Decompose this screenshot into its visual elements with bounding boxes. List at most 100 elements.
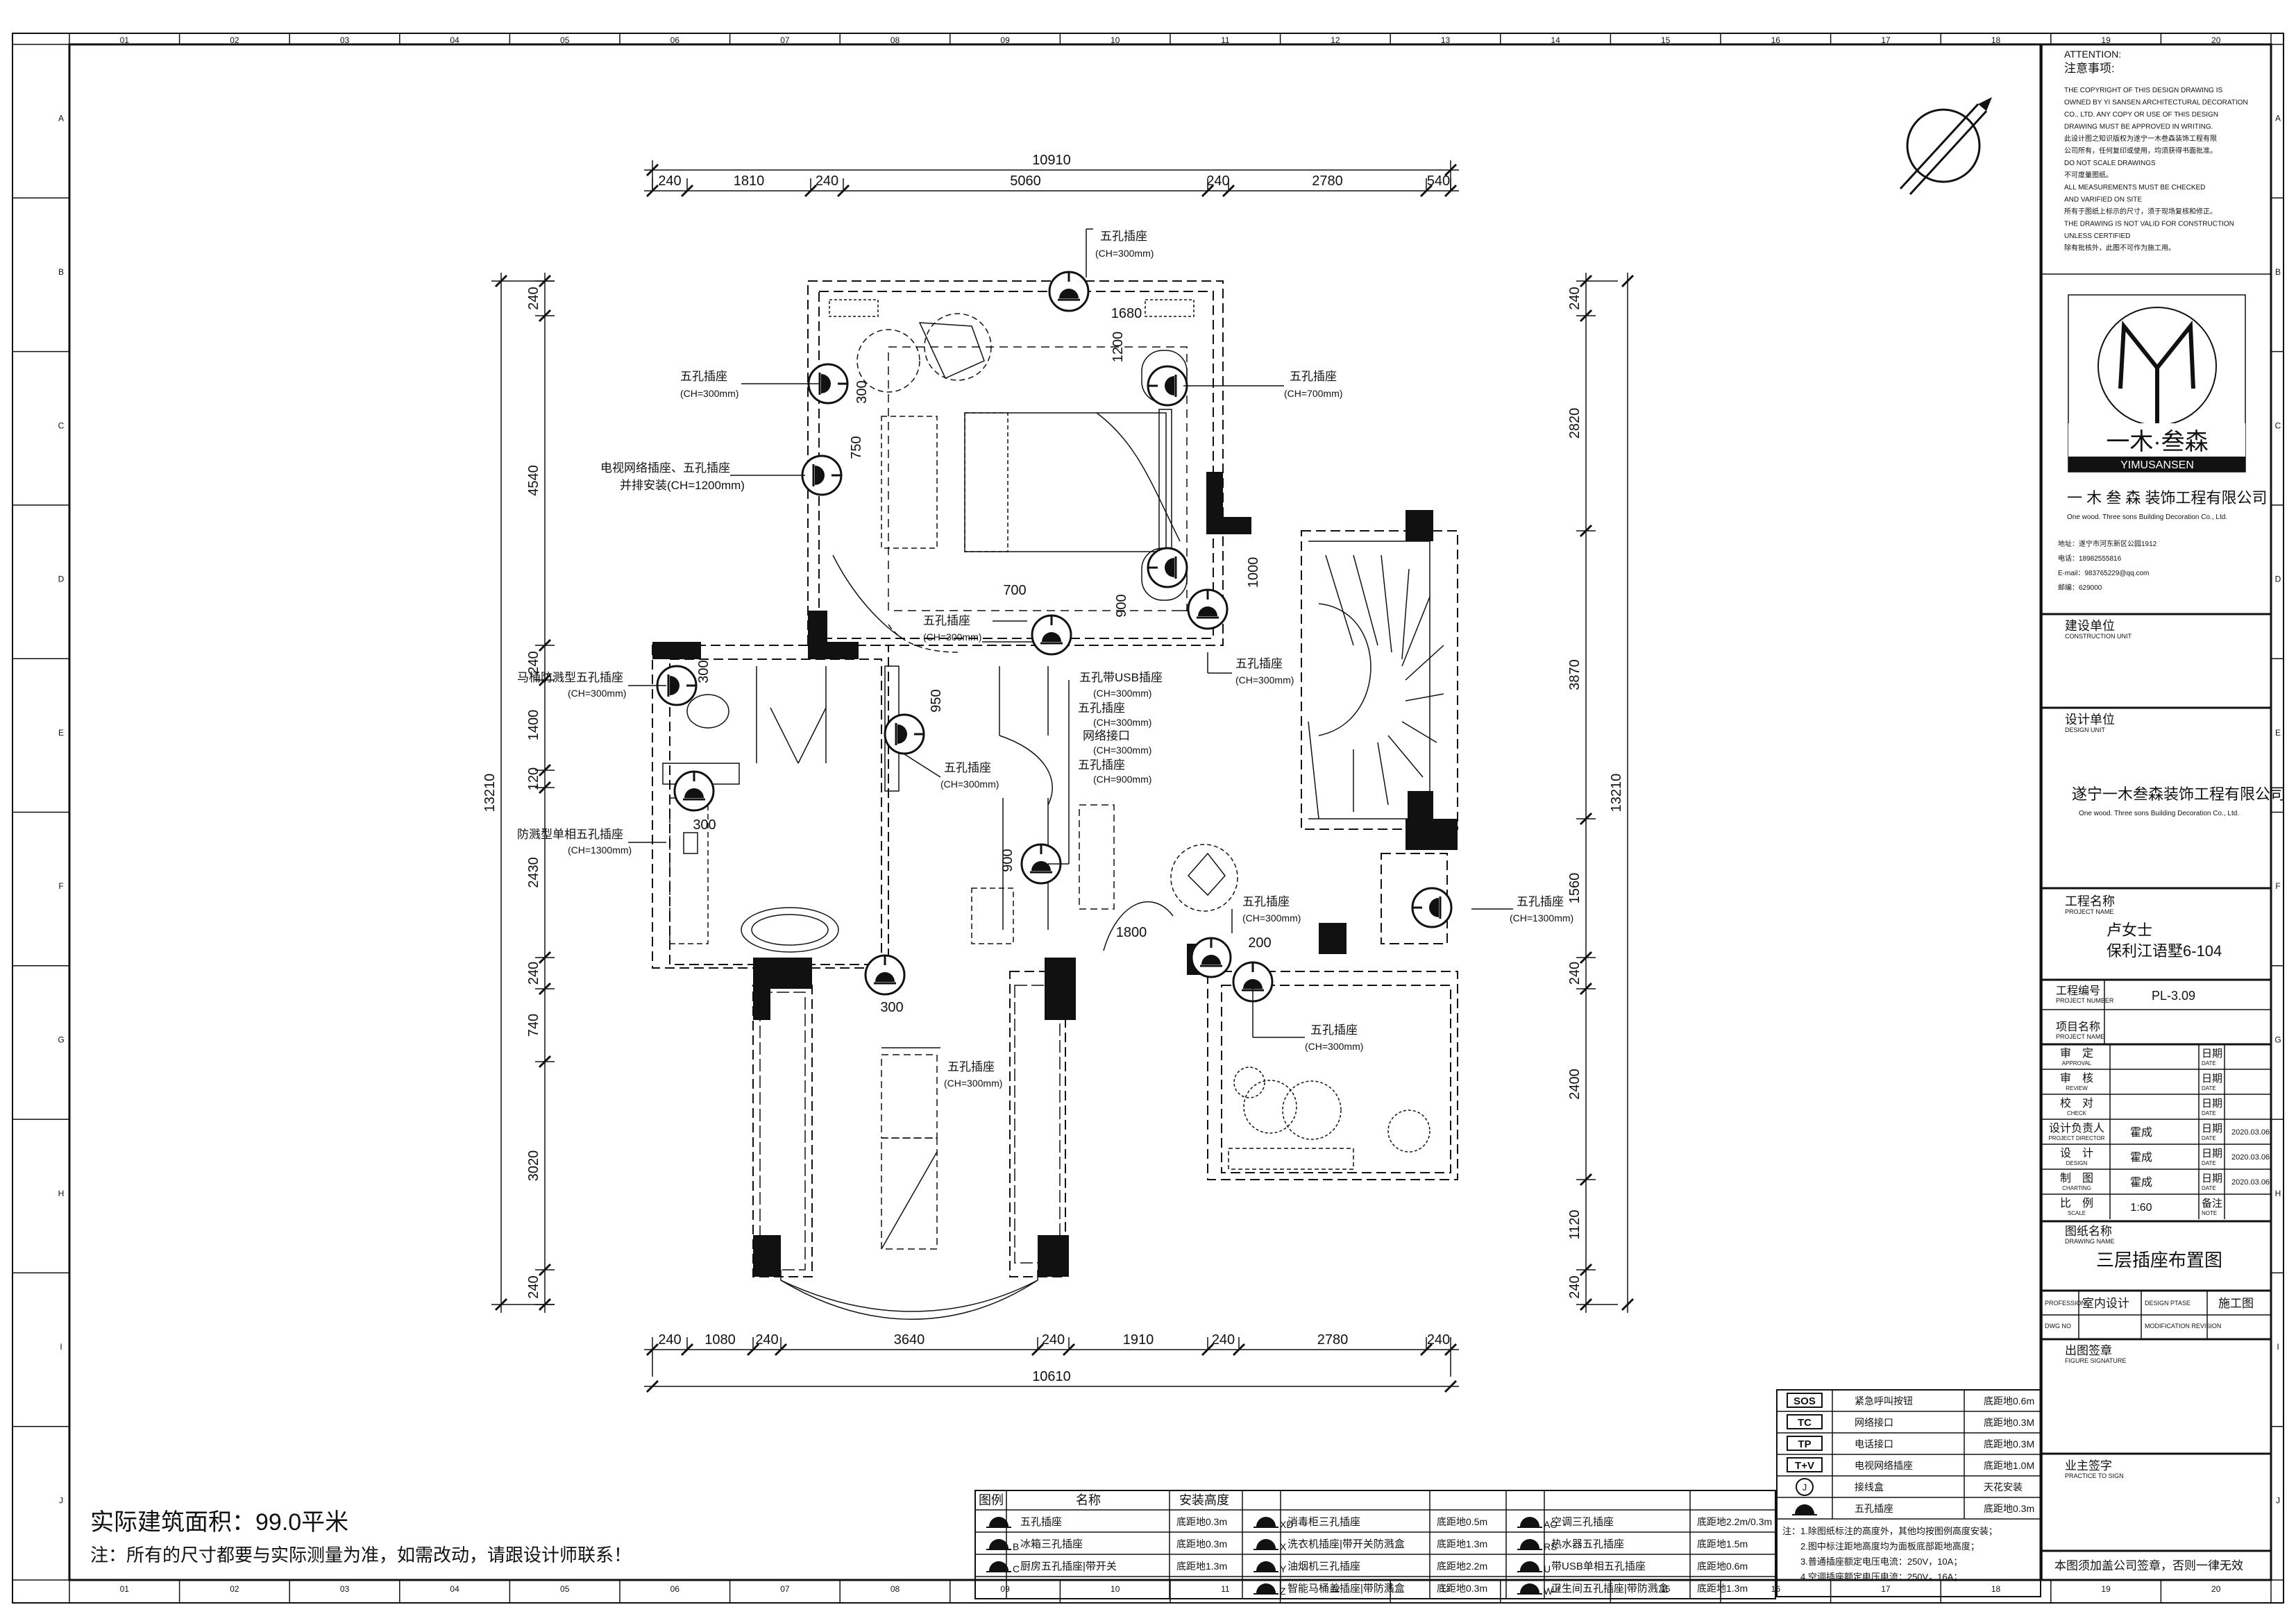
attention-line: 所有于图纸上标示的尺寸，须于现场复核和修正。 (2064, 207, 2217, 216)
svg-text:(CH=300mm): (CH=300mm) (568, 688, 626, 699)
grid-col-label: 13 (1441, 1584, 1451, 1594)
attention-line: DRAWING MUST BE APPROVED IN WRITING. (2064, 124, 2213, 131)
svg-text:XD: XD (1280, 1519, 1293, 1530)
legend-name: 消毒柜三孔插座 (1288, 1516, 1360, 1528)
interior-dimension: 300 (696, 660, 711, 683)
grid-row-label: C (58, 420, 65, 430)
grid-col-label: 02 (230, 1584, 239, 1594)
dimension-total: 10910 (1032, 153, 1071, 168)
sign-label: 审 定 (2060, 1047, 2093, 1060)
grid-col-label: 10 (1111, 35, 1120, 45)
symbol-name: 电话接口 (1855, 1438, 1893, 1450)
label-bedroom-left-socket: 五孔插座 (680, 370, 727, 383)
grid-col-label: 07 (780, 35, 790, 45)
grid-col-label: 06 (670, 1584, 680, 1594)
five-pin-socket-icon (1031, 614, 1072, 656)
svg-text:YIMUSANSEN: YIMUSANSEN (2120, 459, 2194, 471)
grid-column-labels: 0101020203030404050506060707080809091010… (120, 33, 2221, 1603)
svg-text:PROJECT DIRECTOR: PROJECT DIRECTOR (2048, 1135, 2104, 1141)
dimension-label: 1810 (734, 173, 765, 189)
legend-socket-icon (1517, 1517, 1542, 1528)
svg-text:CONSTRUCTION UNIT: CONSTRUCTION UNIT (2065, 633, 2132, 640)
svg-text:建设单位: 建设单位 (2065, 619, 2115, 633)
annotations: 五孔插座 (CH=300mm) 五孔插座 (CH=300mm) 电视网络插座、五… (517, 228, 1573, 1089)
grid-col-label: 10 (1111, 1584, 1120, 1594)
svg-text:(CH=700mm): (CH=700mm) (1284, 388, 1342, 399)
label-mid-socket: 五孔插座 (923, 614, 970, 627)
label-stair-socket: 五孔插座 (1235, 657, 1283, 670)
legend-socket-icon (1517, 1583, 1542, 1595)
sign-name: 霍成 (2130, 1126, 2152, 1139)
symbol-height: 底距地0.3M (1984, 1438, 2034, 1450)
svg-text:(CH=1300mm): (CH=1300mm) (1510, 912, 1573, 924)
dimension-label: 240 (1567, 1275, 1582, 1298)
grid-col-label: 03 (340, 1584, 350, 1594)
grid-row-label: G (2274, 1035, 2281, 1044)
dimension-label: 4540 (526, 465, 541, 496)
sign-date-label: 日期 (2202, 1073, 2222, 1085)
dimension-total: 10610 (1032, 1369, 1071, 1384)
grid-col-label: 15 (1661, 35, 1671, 45)
svg-text:设计单位: 设计单位 (2065, 713, 2115, 726)
company-logo: 一木·叁森 YIMUSANSEN (2068, 294, 2246, 473)
attention-lines: THE COPYRIGHT OF THIS DESIGN DRAWING ISO… (2064, 87, 2248, 253)
svg-text:DESIGN: DESIGN (2066, 1160, 2088, 1166)
sign-date-label: 日期 (2202, 1173, 2222, 1184)
five-pin-socket-icon (1048, 271, 1090, 312)
grid-col-label: 14 (1551, 1584, 1560, 1594)
label-right-socket: 五孔插座 (1517, 895, 1564, 908)
grid-row-label: D (58, 575, 65, 584)
legend-height: 底距地0.6m (1697, 1561, 1748, 1572)
attention-line: 除有批核外，此图不可作为施工用。 (2064, 244, 2175, 253)
svg-text:CHARTING: CHARTING (2062, 1185, 2091, 1191)
svg-text:AC: AC (1544, 1519, 1557, 1530)
svg-text:(CH=300mm): (CH=300mm) (1242, 912, 1301, 924)
grid-col-label: 12 (1331, 35, 1340, 45)
svg-text:业主签字: 业主签字 (2065, 1459, 2112, 1472)
toilet (686, 694, 729, 729)
grid-row-label: H (58, 1189, 65, 1198)
sign-label: 审 核 (2060, 1072, 2093, 1085)
svg-text:MODIFICATION REVISION: MODIFICATION REVISION (2145, 1323, 2221, 1329)
svg-text:项目名称: 项目名称 (2056, 1021, 2100, 1033)
dimension-label: 240 (526, 287, 541, 309)
svg-text:名称: 名称 (1076, 1493, 1101, 1507)
dimension-label: 240 (526, 1275, 541, 1298)
legend-socket-icon (1253, 1517, 1278, 1528)
grid-row-label: A (2275, 114, 2281, 124)
attention-line: ALL MEASUREMENTS MUST BE CHECKED (2064, 184, 2205, 192)
svg-text:地址：遂宁市河东新区公园1912: 地址：遂宁市河东新区公园1912 (2058, 539, 2157, 548)
attention-line: 不可度量图纸。 (2064, 171, 2113, 180)
dimension-label: 540 (1427, 173, 1450, 189)
label-toilet-socket: 马桶防溅型五孔插座 (517, 671, 623, 684)
dimension-total: 13210 (1609, 774, 1624, 813)
grid-col-label: 20 (2211, 1584, 2221, 1594)
svg-text:T+V: T+V (1795, 1460, 1814, 1472)
sign-name: 霍成 (2130, 1151, 2152, 1164)
five-pin-socket-icon (1187, 588, 1229, 630)
svg-text:电话：18982555816: 电话：18982555816 (2058, 554, 2122, 563)
dimension-label: 3020 (526, 1150, 541, 1182)
svg-text:SOS: SOS (1793, 1395, 1816, 1407)
interior-dimension: 300 (693, 817, 716, 833)
svg-text:PRACTICE TO SIGN: PRACTICE TO SIGN (2065, 1472, 2124, 1479)
attention-line: AND VARIFIED ON SITE (2064, 196, 2142, 204)
symbol-note: 注：1.除图纸标注的高度外，其他均按图例高度安装； (1782, 1526, 1998, 1537)
grid-col-label: 18 (1991, 1584, 2001, 1594)
grid-row-label: J (59, 1495, 63, 1505)
label-tv-socket-1: 电视网络插座、五孔插座 (600, 461, 730, 475)
legend-name: 油烟机三孔插座 (1288, 1561, 1360, 1572)
grid-col-label: 17 (1881, 1584, 1891, 1594)
dimension-label: 2820 (1567, 408, 1582, 439)
label-top-socket: 五孔插座 (1100, 230, 1147, 243)
dimension-label: 3640 (894, 1332, 925, 1348)
label-bedroom-right-socket: 五孔插座 (1290, 370, 1337, 383)
svg-text:(CH=300mm): (CH=300mm) (944, 1078, 1002, 1089)
sign-date-label: 日期 (2202, 1048, 2222, 1060)
dimension-total: 13210 (482, 774, 498, 813)
svg-text:B: B (1013, 1541, 1019, 1552)
legend-socket-icon (1517, 1539, 1542, 1550)
five-pin-socket-icon (864, 954, 906, 996)
